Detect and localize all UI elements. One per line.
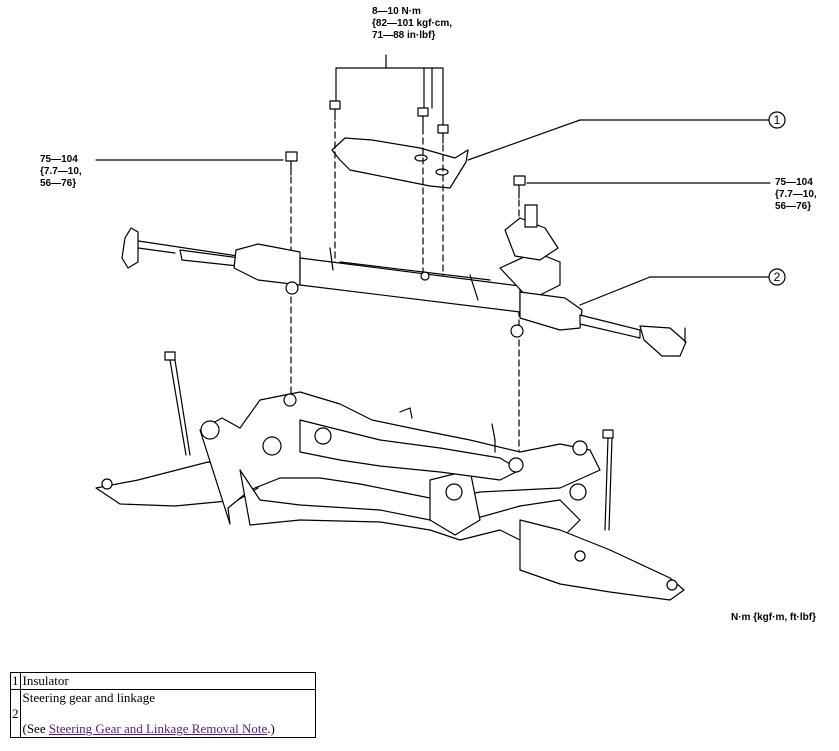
torque-unit-note: N·m {kgf·m, ft·lbf} xyxy=(731,612,816,623)
callout-2-label: 2 xyxy=(774,270,781,284)
table-row: 2 Steering gear and linkage (See Steerin… xyxy=(10,689,316,738)
torque-spec-insulator-bolts: 8—10 N·m {82—101 kgf·cm, 71—88 in·lbf} xyxy=(372,6,453,41)
callout-1-label: 1 xyxy=(774,113,781,127)
part-name: Insulator xyxy=(19,672,316,690)
part-name: Steering gear and linkage xyxy=(22,690,155,705)
callout-2-circle xyxy=(768,268,786,286)
part-note: (See Steering Gear and Linkage Removal N… xyxy=(23,721,313,737)
exploded-view-diagram: 1 2 xyxy=(95,54,786,601)
torque-leader-lines xyxy=(95,54,771,184)
part-description: Steering gear and linkage (See Steering … xyxy=(19,689,316,738)
part-number: 1 xyxy=(10,672,21,690)
removal-note-link[interactable]: Steering Gear and Linkage Removal Note xyxy=(48,721,268,736)
crossmember-part xyxy=(95,391,685,601)
steering-gear-part xyxy=(121,204,687,357)
note-prefix: (See xyxy=(22,721,49,736)
callout-1-circle xyxy=(768,111,786,129)
callout-1-leader xyxy=(467,119,581,161)
parts-legend-table: 1 Insulator 2 Steering gear and linkage … xyxy=(10,672,316,738)
stabilizer-link-part xyxy=(164,351,614,531)
insulator-part xyxy=(331,137,469,189)
note-suffix: .) xyxy=(267,721,275,736)
torque-spec-left-bolt: 75—104 {7.7—10, 56—76} xyxy=(40,154,82,189)
part-number: 2 xyxy=(10,689,21,738)
torque-spec-right-bolt: 75—104 {7.7—10, 56—76} xyxy=(775,177,817,212)
table-row: 1 Insulator xyxy=(10,672,316,690)
bolt-icon xyxy=(285,100,526,199)
